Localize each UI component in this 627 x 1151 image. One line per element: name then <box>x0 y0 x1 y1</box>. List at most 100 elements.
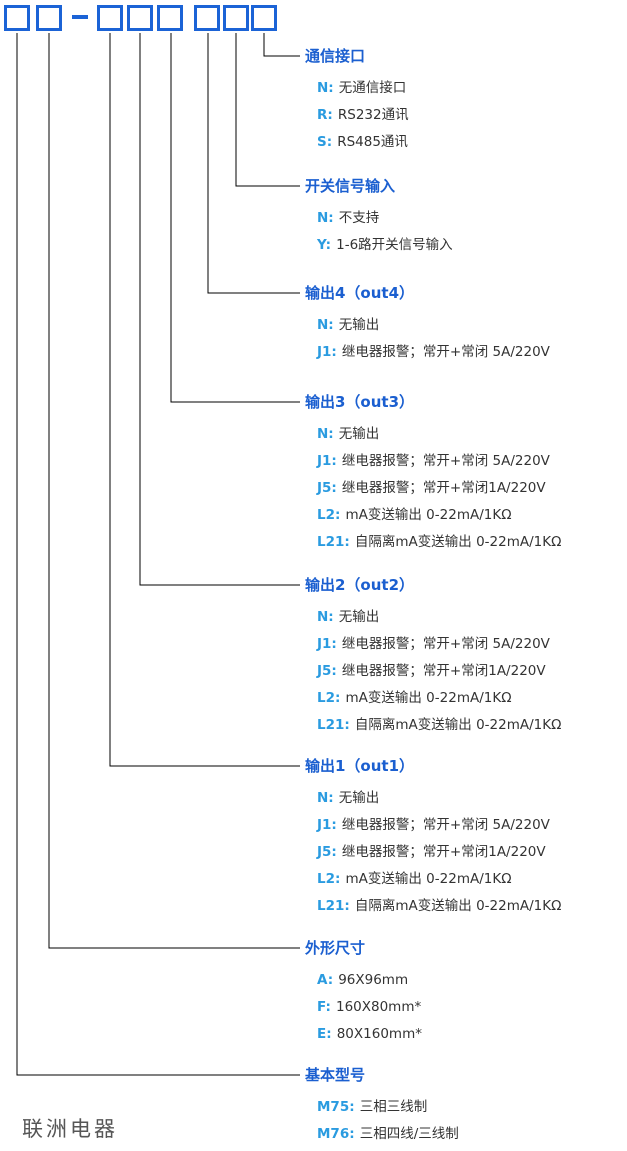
option-desc: mA变送输出 0-22mA/1KΩ <box>345 690 512 706</box>
option-desc: RS485通讯 <box>337 134 408 150</box>
option-row: S: RS485通讯 <box>305 128 409 155</box>
option-desc: 三相三线制 <box>359 1099 428 1115</box>
option-code: L21: <box>317 717 350 733</box>
line-output-4 <box>207 33 300 294</box>
option-desc: 无通信接口 <box>338 80 407 96</box>
line-output-3 <box>170 33 300 403</box>
option-code: F: <box>317 999 331 1015</box>
option-desc: 自隔离mA变送输出 0-22mA/1KΩ <box>354 717 562 733</box>
option-row: M75: 三相三线制 <box>305 1093 459 1120</box>
section-title: 输出1（out1） <box>305 757 415 775</box>
option-desc: mA变送输出 0-22mA/1KΩ <box>345 507 512 523</box>
model-code-box-2[interactable] <box>36 5 62 31</box>
option-code: L2: <box>317 871 341 887</box>
line-switch-signal-input <box>235 33 300 187</box>
option-desc: 继电器报警；常开+常闭1A/220V <box>341 480 546 496</box>
option-list: N: 不支持 Y: 1-6路开关信号输入 <box>305 204 453 258</box>
option-row: L21: 自隔离mA变送输出 0-22mA/1KΩ <box>305 528 561 555</box>
section-output-2: 输出2（out2） N: 无输出 J1: 继电器报警；常开+常闭 5A/220V… <box>305 576 561 738</box>
option-row: J1: 继电器报警；常开+常闭 5A/220V <box>305 338 550 365</box>
option-code: N: <box>317 790 334 806</box>
option-desc: 1-6路开关信号输入 <box>336 237 453 253</box>
option-row: L2: mA变送输出 0-22mA/1KΩ <box>305 501 561 528</box>
option-desc: 三相四线/三线制 <box>359 1126 459 1142</box>
model-code-box-8[interactable] <box>251 5 277 31</box>
option-row: L21: 自隔离mA变送输出 0-22mA/1KΩ <box>305 711 561 738</box>
option-desc: 不支持 <box>338 210 380 226</box>
option-list: N: 无输出 J1: 继电器报警；常开+常闭 5A/220V J5: 继电器报警… <box>305 784 561 919</box>
section-title: 通信接口 <box>305 47 366 65</box>
option-desc: RS232通讯 <box>337 107 409 123</box>
option-row: N: 无输出 <box>305 420 561 447</box>
option-code: A: <box>317 972 334 988</box>
option-code: N: <box>317 317 334 333</box>
section-title: 输出3（out3） <box>305 393 415 411</box>
section-outline-dimensions: 外形尺寸 A: 96X96mm F: 160X80mm* E: 80X160mm… <box>305 939 422 1047</box>
option-desc: 无输出 <box>338 790 380 806</box>
option-row: J5: 继电器报警；常开+常闭1A/220V <box>305 657 561 684</box>
model-code-box-5[interactable] <box>157 5 183 31</box>
option-code: S: <box>317 134 333 150</box>
option-code: L21: <box>317 898 350 914</box>
model-code-separator <box>72 15 88 19</box>
option-row: Y: 1-6路开关信号输入 <box>305 231 453 258</box>
section-output-4: 输出4（out4） N: 无输出 J1: 继电器报警；常开+常闭 5A/220V <box>305 284 550 365</box>
brand-watermark: 联洲电器 <box>22 1117 118 1141</box>
option-desc: 继电器报警；常开+常闭1A/220V <box>341 663 546 679</box>
option-row: N: 无输出 <box>305 311 550 338</box>
section-title: 基本型号 <box>305 1066 366 1084</box>
option-row: E: 80X160mm* <box>305 1020 422 1047</box>
option-row: L2: mA变送输出 0-22mA/1KΩ <box>305 865 561 892</box>
line-communication-interface <box>263 33 300 57</box>
option-code: J5: <box>317 844 337 860</box>
model-code-box-7[interactable] <box>223 5 249 31</box>
model-code-box-3[interactable] <box>97 5 123 31</box>
option-code: L21: <box>317 534 350 550</box>
option-row: L2: mA变送输出 0-22mA/1KΩ <box>305 684 561 711</box>
option-code: M76: <box>317 1126 355 1142</box>
line-output-1 <box>109 33 300 767</box>
option-code: L2: <box>317 507 341 523</box>
option-code: Y: <box>317 237 332 253</box>
option-row: L21: 自隔离mA变送输出 0-22mA/1KΩ <box>305 892 561 919</box>
option-list: M75: 三相三线制 M76: 三相四线/三线制 <box>305 1093 459 1147</box>
model-code-boxes <box>0 0 627 40</box>
option-desc: 继电器报警；常开+常闭 5A/220V <box>341 636 550 652</box>
option-desc: 无输出 <box>338 609 380 625</box>
option-code: J1: <box>317 453 337 469</box>
option-desc: 继电器报警；常开+常闭 5A/220V <box>341 344 550 360</box>
option-row: J5: 继电器报警；常开+常闭1A/220V <box>305 474 561 501</box>
line-basic-model <box>16 33 300 1076</box>
section-title: 输出2（out2） <box>305 576 415 594</box>
section-basic-model: 基本型号 M75: 三相三线制 M76: 三相四线/三线制 <box>305 1066 459 1147</box>
option-code: N: <box>317 80 334 96</box>
option-row: A: 96X96mm <box>305 966 422 993</box>
option-list: N: 无通信接口 R: RS232通讯 S: RS485通讯 <box>305 74 409 155</box>
option-code: N: <box>317 609 334 625</box>
option-desc: 自隔离mA变送输出 0-22mA/1KΩ <box>354 898 562 914</box>
line-outline-dimensions <box>48 33 300 949</box>
option-desc: 继电器报警；常开+常闭1A/220V <box>341 844 546 860</box>
option-desc: 继电器报警；常开+常闭 5A/220V <box>341 817 550 833</box>
section-title: 开关信号输入 <box>305 177 396 195</box>
option-row: R: RS232通讯 <box>305 101 409 128</box>
option-row: M76: 三相四线/三线制 <box>305 1120 459 1147</box>
option-code: E: <box>317 1026 332 1042</box>
model-code-box-6[interactable] <box>194 5 220 31</box>
option-row: J5: 继电器报警；常开+常闭1A/220V <box>305 838 561 865</box>
option-desc: 继电器报警；常开+常闭 5A/220V <box>341 453 550 469</box>
option-list: A: 96X96mm F: 160X80mm* E: 80X160mm* <box>305 966 422 1047</box>
section-title: 外形尺寸 <box>305 939 366 957</box>
option-row: N: 无输出 <box>305 603 561 630</box>
option-code: J5: <box>317 480 337 496</box>
line-output-2 <box>139 33 300 586</box>
model-code-box-4[interactable] <box>127 5 153 31</box>
option-desc: 160X80mm* <box>335 999 422 1015</box>
option-code: M75: <box>317 1099 355 1115</box>
option-row: N: 无输出 <box>305 784 561 811</box>
option-code: L2: <box>317 690 341 706</box>
option-desc: mA变送输出 0-22mA/1KΩ <box>345 871 512 887</box>
model-code-box-1[interactable] <box>4 5 30 31</box>
option-row: N: 不支持 <box>305 204 453 231</box>
option-row: N: 无通信接口 <box>305 74 409 101</box>
